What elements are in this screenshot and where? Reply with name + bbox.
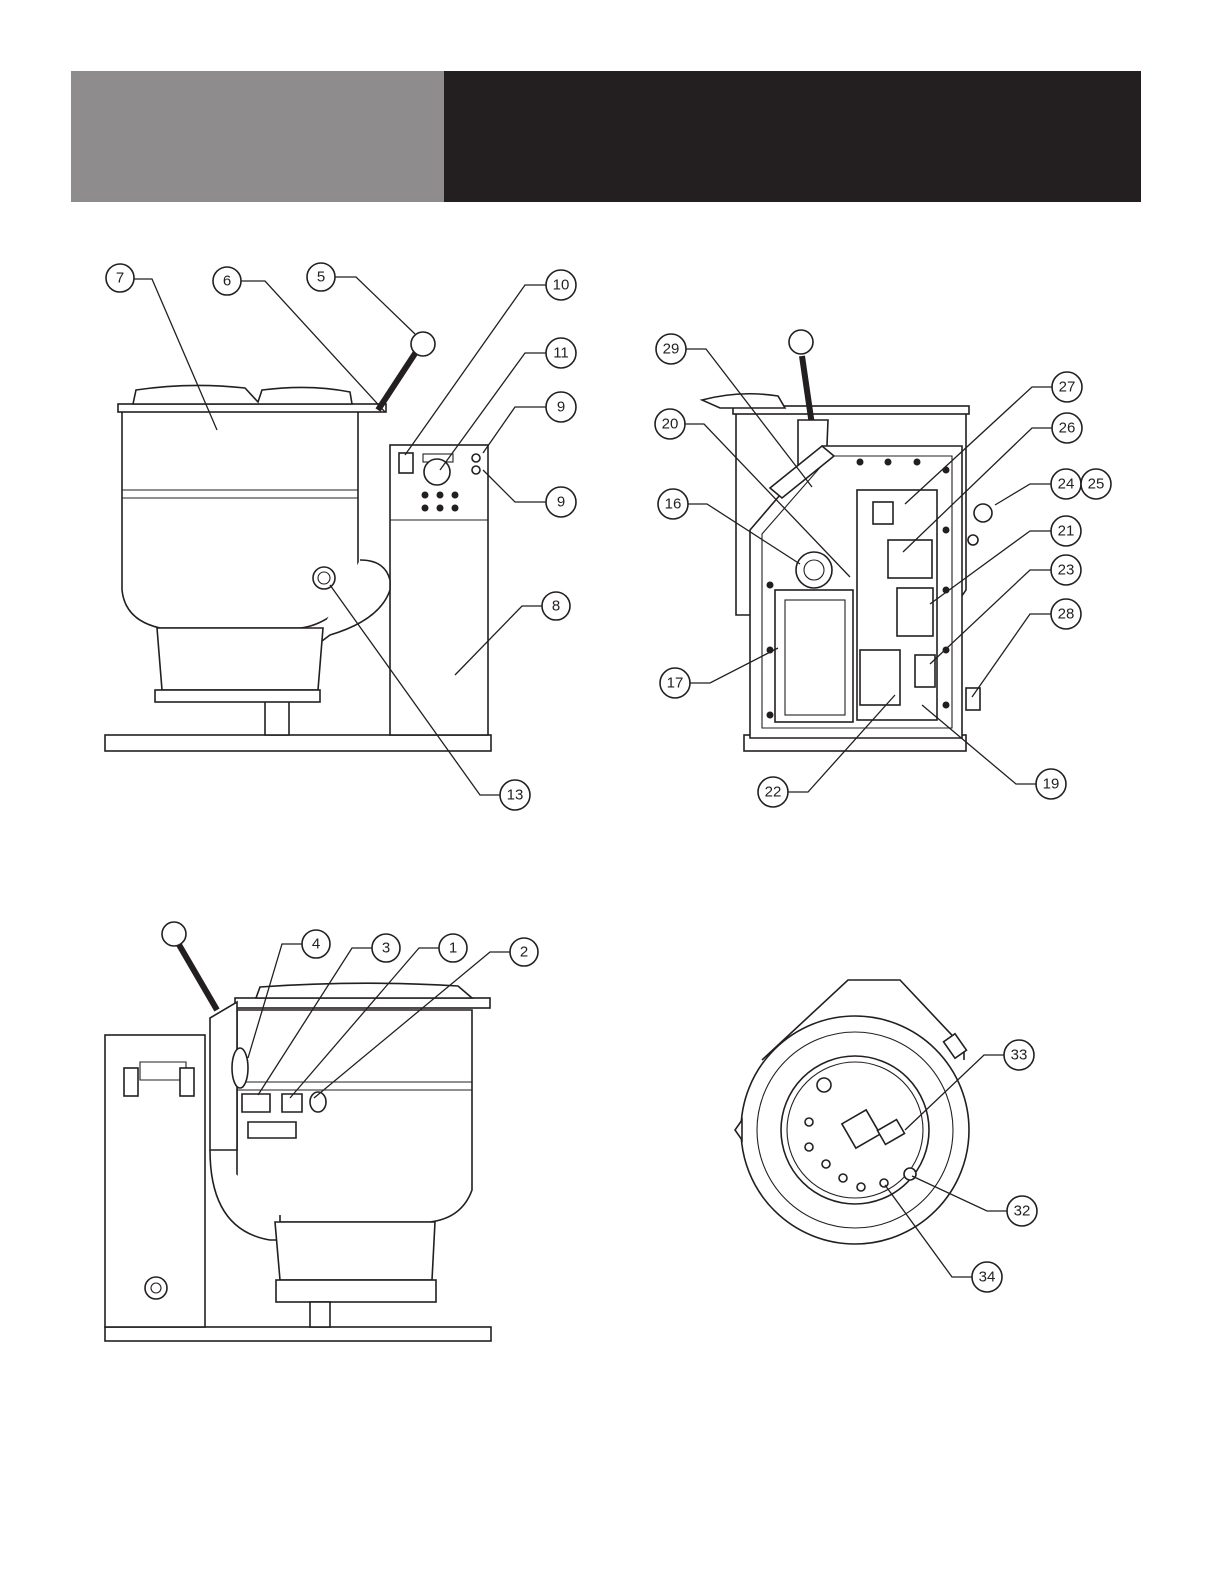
side-pedestal: [275, 1222, 435, 1280]
svg-text:32: 32: [1014, 1203, 1031, 1220]
contactor: [897, 588, 933, 636]
svg-text:29: 29: [663, 341, 680, 358]
svg-text:23: 23: [1058, 562, 1075, 579]
callout-17: 17: [660, 668, 690, 698]
svg-text:27: 27: [1059, 379, 1076, 396]
svg-text:9: 9: [557, 399, 565, 416]
svg-text:33: 33: [1011, 1047, 1028, 1064]
callout-25: 25: [1081, 469, 1111, 499]
indicator-light: [472, 454, 480, 462]
callout-13: 13: [500, 780, 530, 810]
control-console: [390, 445, 488, 735]
callout-32: 32: [1007, 1196, 1037, 1226]
rear-fitting: [966, 688, 980, 710]
svg-text:4: 4: [312, 936, 320, 953]
callout-7: 7: [106, 264, 134, 292]
side-view: [105, 922, 510, 1341]
callout-5: 5: [307, 263, 335, 291]
side-kettle-body: [237, 1010, 472, 1222]
svg-text:9: 9: [557, 494, 565, 511]
svg-text:19: 19: [1043, 776, 1060, 793]
side-tilt-handle-knob: [162, 922, 186, 946]
kettle-body: [122, 410, 358, 628]
callout-2: 2: [510, 938, 538, 966]
callout-20: 20: [655, 409, 685, 439]
svg-text:10: 10: [553, 277, 570, 294]
svg-text:13: 13: [507, 787, 524, 804]
svg-text:7: 7: [116, 270, 124, 287]
callout-9-lower: 9: [546, 487, 576, 517]
front-view: [105, 277, 546, 795]
side-base-plate: [105, 1327, 491, 1341]
svg-text:20: 20: [662, 416, 679, 433]
callout-33: 33: [1004, 1040, 1034, 1070]
valve-body: [282, 1094, 302, 1112]
callout-10: 10: [546, 270, 576, 300]
callout-8: 8: [542, 592, 570, 620]
svg-text:11: 11: [553, 345, 569, 362]
svg-text:26: 26: [1059, 420, 1076, 437]
pedestal-ring: [155, 690, 320, 702]
callout-28: 28: [1051, 599, 1081, 629]
base-plate: [105, 735, 491, 751]
motor: [796, 552, 832, 588]
svg-text:21: 21: [1058, 523, 1075, 540]
svg-text:28: 28: [1058, 606, 1075, 623]
kettle-lid: [133, 385, 352, 404]
svg-text:6: 6: [223, 273, 231, 290]
thermostat-knob: [424, 459, 450, 485]
callout-9-upper: 9: [546, 392, 576, 422]
callout-4: 4: [302, 930, 330, 958]
rear-tilt-handle-knob: [789, 330, 813, 354]
svg-text:5: 5: [317, 269, 325, 286]
callout-16: 16: [658, 489, 688, 519]
callout-21: 21: [1051, 516, 1081, 546]
bottom-view: [735, 980, 1007, 1277]
callout-22: 22: [758, 777, 788, 807]
callout-23: 23: [1051, 555, 1081, 585]
svg-text:24: 24: [1058, 476, 1075, 493]
transformer-box: [775, 590, 853, 722]
callout-24: 24: [1051, 469, 1081, 499]
svg-text:2: 2: [520, 944, 528, 961]
tilt-handle-knob: [411, 332, 435, 356]
callout-29: 29: [656, 334, 686, 364]
valve-port: [232, 1048, 248, 1088]
drain-fitting: [313, 567, 335, 589]
kettle-pedestal: [157, 628, 323, 690]
callout-6: 6: [213, 267, 241, 295]
callout-11: 11: [546, 338, 576, 368]
callout-3: 3: [372, 934, 400, 962]
kettle-stand-post: [265, 700, 289, 735]
callout-34: 34: [972, 1262, 1002, 1292]
rear-open-view: [684, 330, 1052, 792]
kettle-rim: [118, 404, 386, 412]
side-kettle-rim: [235, 998, 490, 1008]
callout-19: 19: [1036, 769, 1066, 799]
side-fitting: [145, 1277, 167, 1299]
callout-27: 27: [1052, 372, 1082, 402]
svg-text:8: 8: [552, 598, 560, 615]
svg-text:1: 1: [449, 940, 457, 957]
svg-text:3: 3: [382, 940, 390, 957]
svg-text:25: 25: [1088, 476, 1105, 493]
indicator-light: [472, 466, 480, 474]
svg-text:34: 34: [979, 1269, 996, 1286]
svg-text:16: 16: [665, 496, 682, 513]
bottom-drain-plug: [904, 1168, 916, 1180]
callout-1: 1: [439, 934, 467, 962]
callout-26: 26: [1052, 413, 1082, 443]
svg-text:17: 17: [667, 675, 684, 692]
terminal-block: [915, 655, 935, 687]
side-kettle-lid: [256, 983, 472, 998]
power-switch: [399, 453, 413, 473]
svg-text:22: 22: [765, 784, 782, 801]
